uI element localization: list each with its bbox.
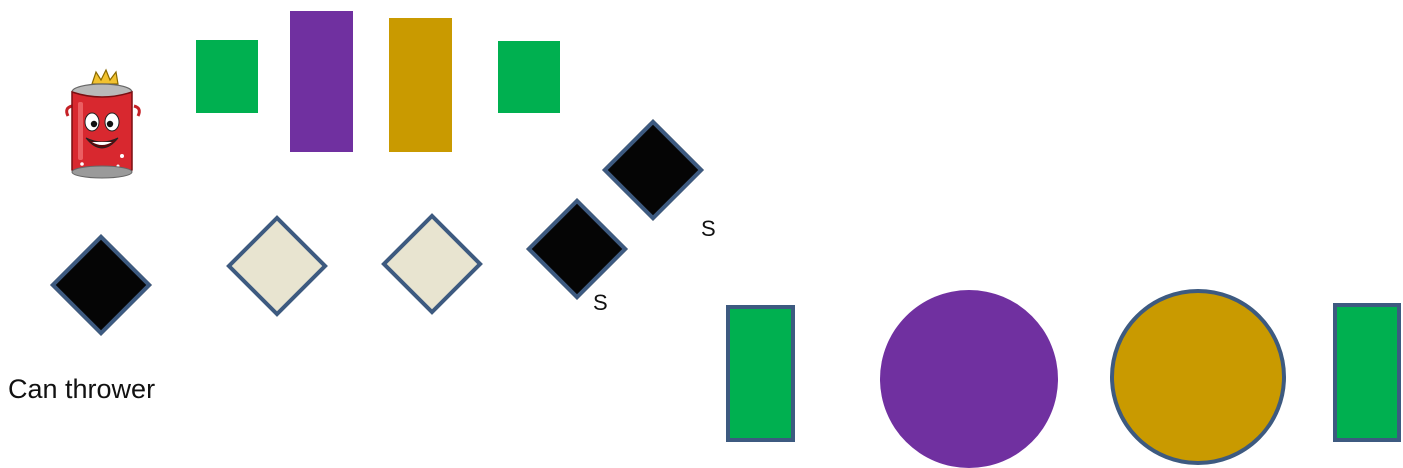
- cream-diamond-2: [381, 213, 483, 315]
- green-rectangle-top-2: [498, 41, 560, 113]
- purple-circle: [880, 290, 1058, 468]
- soda-can-mascot-icon: [52, 66, 152, 186]
- can-thrower-label: Can thrower: [8, 374, 155, 405]
- green-rectangle-top-1: [196, 40, 258, 113]
- s-label-2: S: [593, 290, 608, 316]
- black-diamond-3: [602, 119, 704, 221]
- cream-diamond-1: [226, 215, 328, 317]
- black-diamond-2: [526, 198, 628, 300]
- gold-rectangle-top: [389, 18, 452, 152]
- black-diamond-1: [50, 234, 152, 336]
- green-rectangle-bottom-1: [726, 305, 795, 442]
- purple-rectangle-top: [290, 11, 353, 152]
- green-rectangle-bottom-2: [1333, 303, 1401, 442]
- s-label-1: S: [701, 216, 716, 242]
- gold-circle: [1110, 289, 1286, 465]
